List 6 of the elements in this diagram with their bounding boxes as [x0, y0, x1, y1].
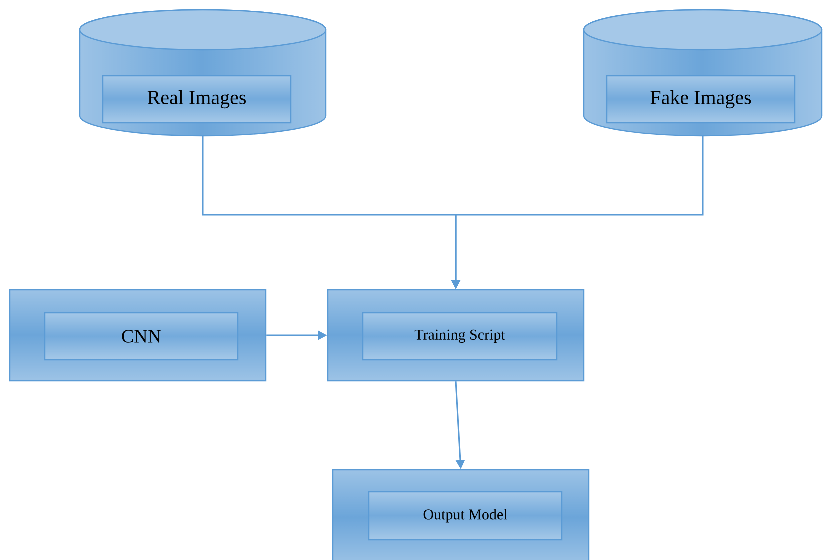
- text-box: CNN: [44, 312, 239, 361]
- text-box: Output Model: [368, 491, 563, 541]
- process-box: [332, 469, 590, 560]
- text-box: Real Images: [102, 75, 292, 124]
- text-box: Training Script: [362, 312, 558, 361]
- text-box: Fake Images: [606, 75, 796, 124]
